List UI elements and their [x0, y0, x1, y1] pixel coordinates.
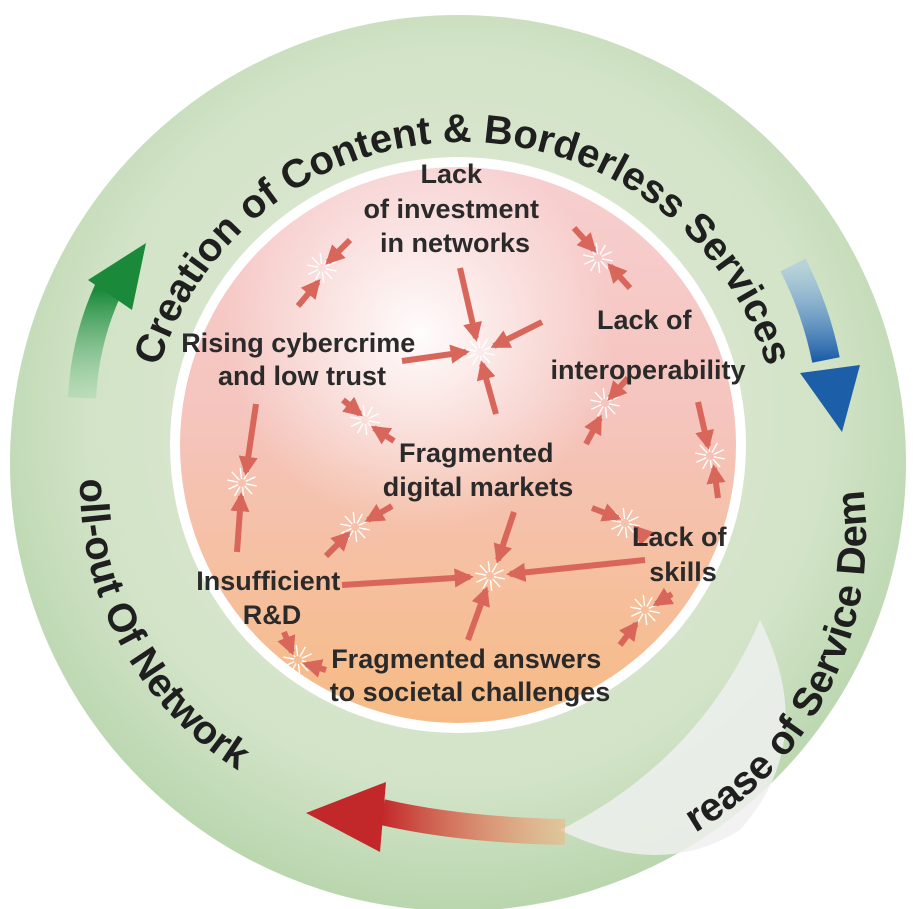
causal-arrow [607, 263, 633, 291]
causal-arrow [506, 557, 646, 582]
causal-arrow [617, 620, 639, 647]
label-lack-of-investment: Lack of investment in networks [363, 159, 546, 258]
causal-arrow [652, 587, 675, 607]
label-lack-of-skills: Lack of skills [632, 522, 734, 587]
internal-arrows [230, 225, 726, 678]
label-fragmented-digital-markets: Fragmented digital markets [383, 438, 574, 502]
causal-arrow [341, 568, 474, 588]
causal-arrow [370, 425, 396, 445]
causal-arrow [633, 525, 654, 546]
burst [227, 468, 257, 498]
inner-disc-highlight [180, 167, 736, 723]
causal-arrow [695, 401, 714, 450]
causal-arrow [277, 630, 296, 656]
causal-arrow [465, 586, 490, 642]
causal-arrow [323, 531, 351, 559]
cycle-arrow-top-left [68, 243, 146, 399]
causal-arrow [341, 396, 363, 417]
causal-arrow [590, 503, 622, 522]
label-insufficient-rnd: Insufficient R&D [196, 566, 348, 630]
causal-arrow [490, 319, 544, 349]
causal-arrow [401, 344, 470, 364]
causal-arrow [295, 279, 321, 308]
burst [475, 561, 505, 591]
causal-arrow [238, 403, 259, 476]
label-fragmented-answers: Fragmented answers to societal challenge… [330, 644, 611, 707]
causal-arrow [325, 237, 353, 265]
causal-arrow [706, 464, 726, 499]
causal-arrow [302, 659, 327, 678]
burst [630, 595, 660, 625]
cycle-arrow-bottom [306, 782, 566, 852]
causal-arrow [230, 492, 250, 553]
causal-arrow [571, 225, 597, 253]
outer-ring-highlight [560, 620, 786, 855]
causal-arrow [364, 503, 394, 523]
label-lack-of-interoperability: Lack of interoperability [550, 305, 745, 385]
causal-arrow [476, 360, 499, 415]
causal-arrow [607, 375, 631, 401]
cycle-arrow-top-right [780, 258, 860, 432]
label-rising-cybercrime: Rising cybercrime and low trust [181, 328, 423, 391]
causal-arrow [457, 267, 482, 342]
causal-arrow [583, 414, 603, 446]
causal-arrow [493, 511, 517, 564]
